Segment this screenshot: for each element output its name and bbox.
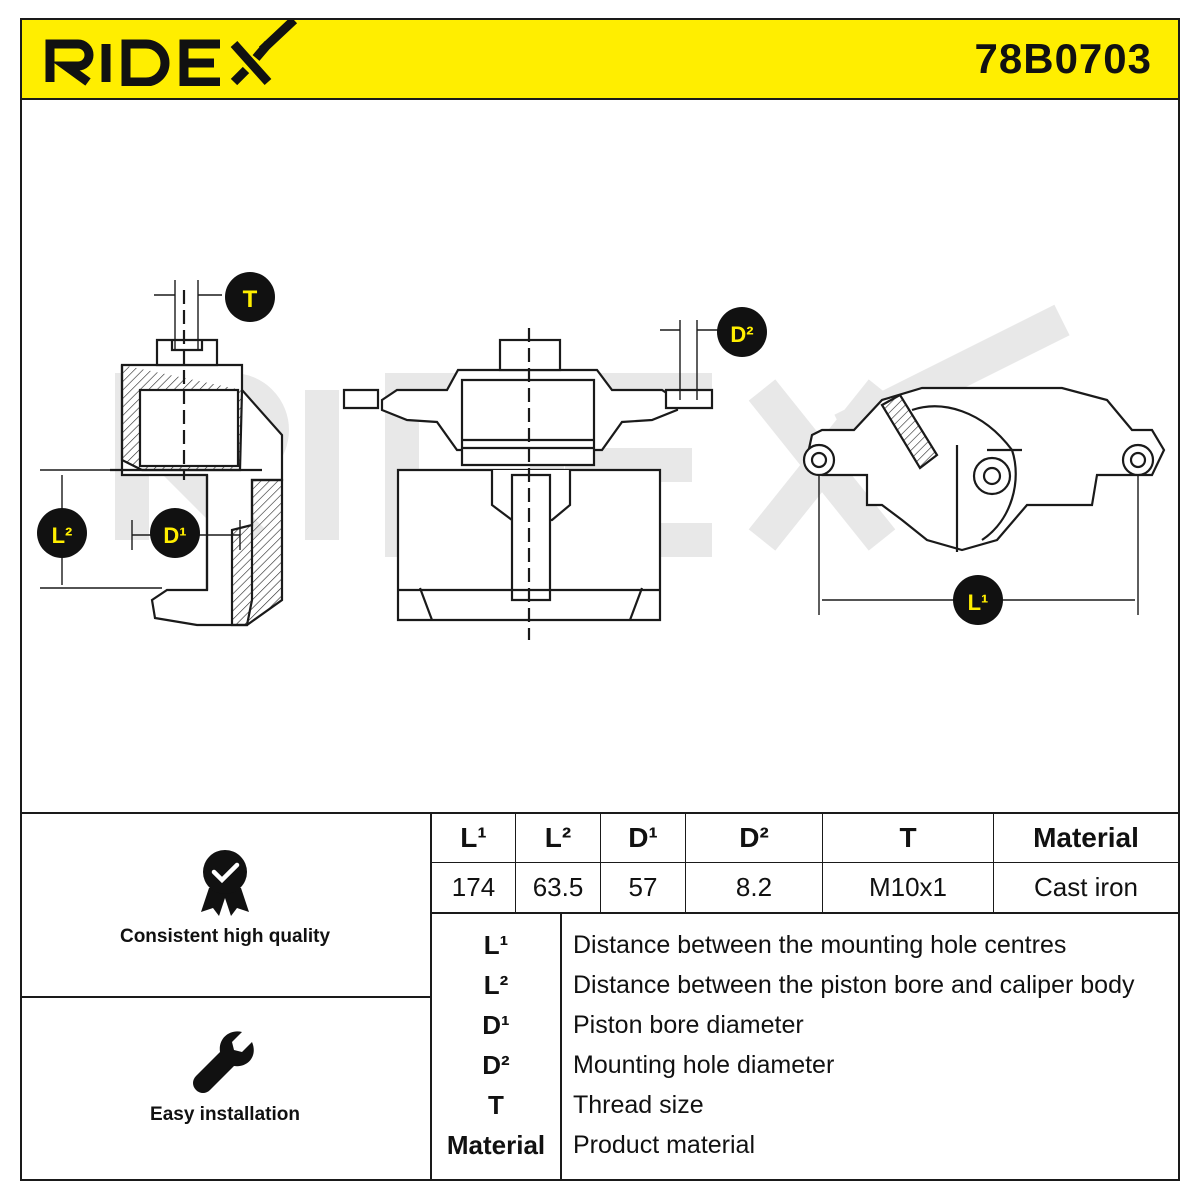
legend-column-divider <box>560 914 562 1181</box>
legend-symbol: D¹ <box>482 1010 510 1040</box>
spec-header-material: Material <box>993 814 1178 863</box>
specs-header-row: L¹ L² D¹ D² T Material <box>432 814 1178 863</box>
badge-d2 <box>717 307 767 357</box>
legend-divider <box>432 912 1180 914</box>
dimension-t <box>154 280 222 350</box>
legend-row-t: T Thread size <box>432 1086 1180 1126</box>
specs-table: L¹ L² D¹ D² T Material 174 63.5 57 8.2 M… <box>432 814 1178 913</box>
legend-description: Product material <box>573 1131 756 1159</box>
wrench-icon <box>193 1031 254 1093</box>
badge-l1 <box>953 575 1003 625</box>
spec-header-l2: L² <box>515 814 601 863</box>
badge-d1 <box>150 508 200 558</box>
dimension-d2 <box>660 320 718 400</box>
legend-description: Thread size <box>573 1091 704 1119</box>
badge-d2-label: D² <box>730 322 753 347</box>
quality-badge-icon <box>201 850 249 916</box>
badge-d1-label: D¹ <box>163 523 186 548</box>
spec-header-l1: L¹ <box>432 814 516 863</box>
legend-symbol: T <box>488 1090 504 1120</box>
spec-value-t: M10x1 <box>822 862 994 913</box>
legend-symbol: L² <box>483 970 509 1000</box>
spec-value-l2: 63.5 <box>515 862 601 913</box>
legend-symbol: Material <box>446 1130 546 1160</box>
legend-row-d1: D¹ Piston bore diameter <box>432 1006 1180 1046</box>
legend-symbol: L¹ <box>483 930 509 960</box>
badge-l1-label: L¹ <box>968 590 989 615</box>
spec-value-d2: 8.2 <box>685 862 823 913</box>
caliper-technical-drawing: T L² D¹ D² <box>37 272 1166 640</box>
badge-t <box>225 272 275 322</box>
caliper-side-view <box>802 386 1166 552</box>
legend-row-material: Material Product material <box>432 1126 1180 1166</box>
spec-header-d2: D² <box>685 814 823 863</box>
feature-quality: Consistent high quality <box>20 848 430 948</box>
caliper-front-view <box>342 328 714 640</box>
feature-installation: Easy installation <box>20 1030 430 1126</box>
spec-header-t: T <box>822 814 994 863</box>
section-divider <box>20 812 1180 814</box>
feature-installation-label: Easy installation <box>150 1104 300 1125</box>
badge-l2 <box>37 508 87 558</box>
legend-symbol: D² <box>482 1050 510 1080</box>
ridex-logo <box>45 20 298 86</box>
feature-quality-label: Consistent high quality <box>119 926 331 947</box>
legend-description: Distance between the mounting hole centr… <box>573 931 1067 959</box>
badge-t-label: T <box>243 286 258 313</box>
feature-divider <box>20 996 430 998</box>
legend-description: Mounting hole diameter <box>573 1051 835 1079</box>
part-number: 78B0703 <box>974 35 1152 82</box>
spec-value-l1: 174 <box>432 862 516 913</box>
spec-header-d1: D¹ <box>600 814 686 863</box>
legend-row-l2: L² Distance between the piston bore and … <box>432 966 1180 1006</box>
specs-value-row: 174 63.5 57 8.2 M10x1 Cast iron <box>432 862 1178 913</box>
legend-description: Distance between the piston bore and cal… <box>573 971 1135 999</box>
spec-value-d1: 57 <box>600 862 686 913</box>
legend-row-d2: D² Mounting hole diameter <box>432 1046 1180 1086</box>
spec-value-material: Cast iron <box>993 862 1178 913</box>
caliper-section-view <box>110 290 284 627</box>
legend-description: Piston bore diameter <box>573 1011 804 1039</box>
column-divider <box>430 812 432 1181</box>
legend-row-l1: L¹ Distance between the mounting hole ce… <box>432 926 1180 966</box>
badge-l2-label: L² <box>52 523 73 548</box>
